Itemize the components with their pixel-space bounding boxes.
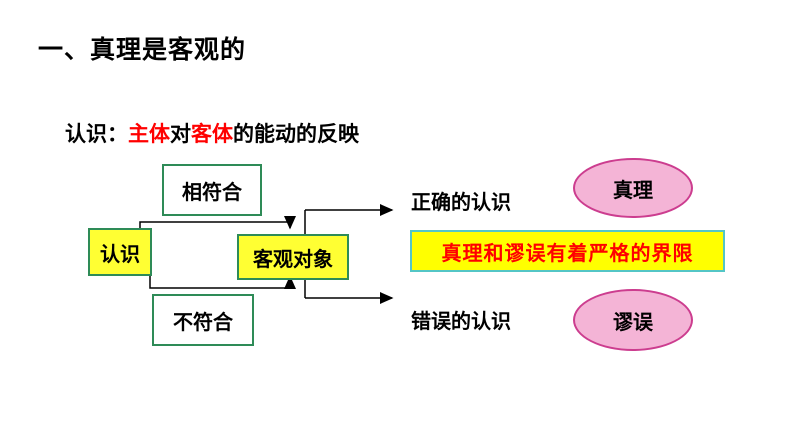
mismatch-box: 不符合 [152, 294, 254, 346]
wrong-label: 错误的认识 [411, 309, 511, 333]
slide-title: 一、真理是客观的 [38, 35, 247, 64]
cognition-box: 认识 [88, 228, 152, 276]
boundary-banner: 真理和谬误有着严格的界限 [410, 230, 725, 272]
match-arrow [139, 216, 296, 230]
definition-mid: 对 [170, 122, 191, 146]
mismatch-arrow [149, 275, 296, 289]
definition-line: 认识：主体对客体的能动的反映 [65, 118, 359, 148]
definition-object: 客体 [191, 122, 233, 146]
error-ellipse: 谬误 [573, 289, 693, 351]
definition-subject: 主体 [128, 122, 170, 146]
definition-prefix: 认识： [65, 122, 128, 146]
match-box: 相符合 [162, 164, 262, 216]
definition-suffix: 的能动的反映 [233, 122, 359, 146]
object-box: 客观对象 [237, 234, 349, 280]
truth-ellipse: 真理 [573, 158, 693, 218]
correct-label: 正确的认识 [411, 190, 511, 214]
